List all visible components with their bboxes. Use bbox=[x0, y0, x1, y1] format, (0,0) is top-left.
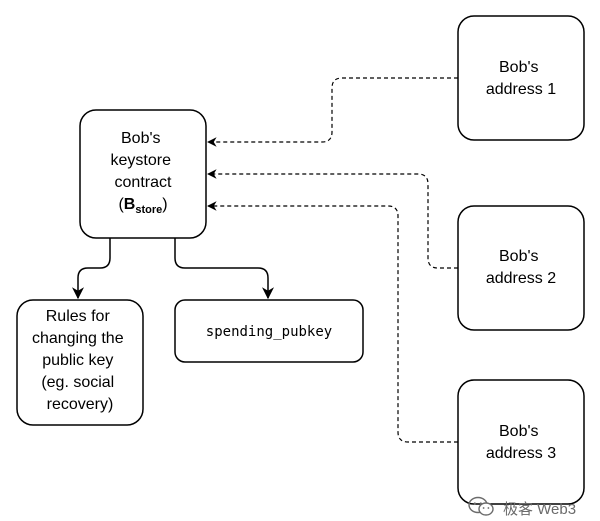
node-rules: Rules for changing the public key (eg. s… bbox=[16, 299, 144, 426]
symbol-subscript: store bbox=[135, 204, 162, 216]
connector-address1-to-keystore bbox=[207, 77, 458, 147]
keystore-box bbox=[79, 109, 207, 239]
connector-keystore-to-rules bbox=[72, 238, 111, 300]
node-address-1: Bob's address 1 bbox=[457, 15, 585, 141]
address-1-box bbox=[457, 15, 585, 141]
pubkey-box bbox=[174, 299, 364, 363]
connector-keystore-to-pubkey bbox=[174, 238, 274, 300]
rules-line-5: recovery) bbox=[47, 396, 114, 413]
keystore-line-1: Bob's bbox=[121, 130, 161, 147]
node-keystore-contract: Bob's keystore contract (Bstore) bbox=[79, 109, 207, 239]
symbol-paren-close: ) bbox=[162, 196, 167, 213]
connector-address3-to-keystore bbox=[207, 201, 458, 443]
keystore-line-3: contract bbox=[115, 174, 172, 191]
address-3-line-2: address 3 bbox=[486, 445, 556, 462]
rules-box bbox=[16, 299, 144, 426]
watermark: 极客 Web3 bbox=[468, 496, 576, 518]
node-address-2: Bob's address 2 bbox=[457, 205, 585, 331]
address-1-line-1: Bob's bbox=[499, 59, 539, 76]
rules-line-3: public key bbox=[42, 352, 113, 369]
pubkey-label: spending_pubkey bbox=[206, 324, 332, 340]
address-2-label: Bob's address 2 bbox=[486, 248, 556, 287]
connectors bbox=[72, 77, 458, 443]
keystore-symbol: (Bstore) bbox=[118, 196, 167, 216]
rules-line-2: changing the bbox=[32, 330, 124, 347]
node-spending-pubkey: spending_pubkey bbox=[174, 299, 364, 363]
wechat-icon bbox=[468, 496, 494, 516]
address-2-box bbox=[457, 205, 585, 331]
watermark-text: 极客 Web3 bbox=[503, 501, 576, 518]
address-1-line-2: address 1 bbox=[486, 81, 556, 98]
keystore-label: Bob's keystore contract bbox=[111, 130, 176, 191]
address-3-label: Bob's address 3 bbox=[486, 423, 556, 462]
connector-address2-to-keystore bbox=[207, 169, 458, 269]
address-3-line-1: Bob's bbox=[499, 423, 539, 440]
address-3-box bbox=[457, 379, 585, 505]
rules-line-1: Rules for bbox=[46, 308, 111, 325]
address-1-label: Bob's address 1 bbox=[486, 59, 556, 98]
symbol-main: B bbox=[124, 196, 136, 213]
address-2-line-2: address 2 bbox=[486, 270, 556, 287]
symbol-paren-open: ( bbox=[118, 196, 124, 213]
address-2-line-1: Bob's bbox=[499, 248, 539, 265]
rules-line-4: (eg. social bbox=[41, 374, 114, 391]
rules-label: Rules for changing the public key (eg. s… bbox=[32, 308, 128, 413]
keystore-line-2: keystore bbox=[111, 152, 172, 169]
node-address-3: Bob's address 3 bbox=[457, 379, 585, 505]
